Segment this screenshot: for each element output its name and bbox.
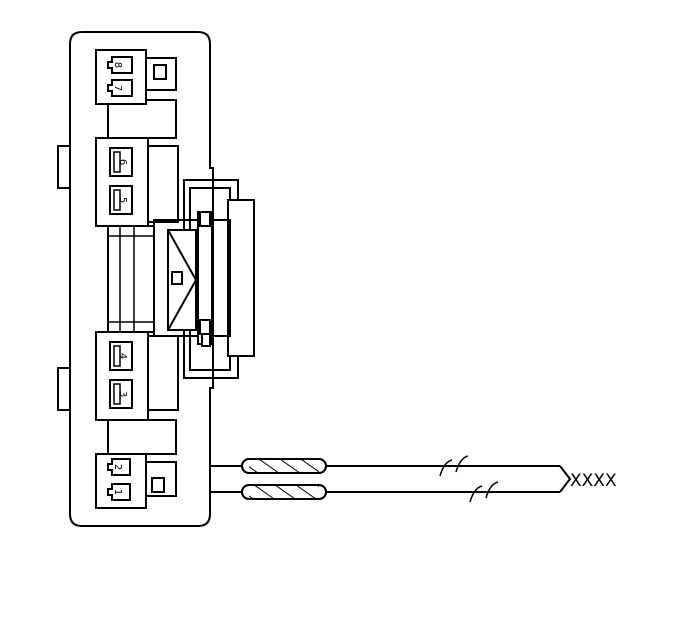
pin-5: 5 xyxy=(109,185,133,215)
left-lock-tab-lower xyxy=(57,367,71,411)
pin-6: 6 xyxy=(109,147,133,177)
pin-8: 8 xyxy=(107,56,133,74)
pin-3: 3 xyxy=(109,379,133,409)
left-lock-tab-upper xyxy=(57,145,71,189)
pin-label-1: 1 xyxy=(112,489,123,495)
pin-label-4: 4 xyxy=(117,353,128,359)
pin-label-8: 8 xyxy=(112,62,123,68)
wire-twist xyxy=(559,465,572,493)
pin-7: 7 xyxy=(107,79,133,97)
pin-label-3: 3 xyxy=(117,391,128,397)
pin-label-6: 6 xyxy=(117,159,128,165)
terminal-module-6-5 xyxy=(95,137,179,227)
wire-lower xyxy=(210,481,560,503)
terminal-module-2-1 xyxy=(95,453,177,509)
terminal-module-8-7 xyxy=(95,49,177,105)
pin-label-7: 7 xyxy=(112,85,123,91)
wire-upper xyxy=(210,455,560,477)
connector-housing xyxy=(69,31,214,527)
wire-end-label: XXXX xyxy=(570,471,617,491)
pin-label-5: 5 xyxy=(117,197,128,203)
pin-4: 4 xyxy=(109,341,133,371)
pin-1: 1 xyxy=(107,483,131,501)
center-latch-assembly xyxy=(153,179,255,379)
pin-label-2: 2 xyxy=(112,464,123,470)
pin-2: 2 xyxy=(107,458,131,476)
terminal-module-4-3 xyxy=(95,331,179,421)
